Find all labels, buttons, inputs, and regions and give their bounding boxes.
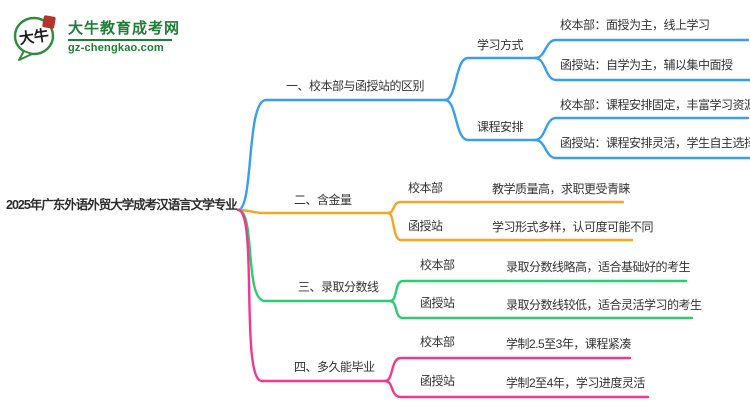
branch-1-child-1-topic[interactable]: 学习方式 <box>477 38 524 52</box>
branch-4-child-2-leaf-1[interactable]: 学制2至4年，学习进度灵活 <box>506 376 645 390</box>
site-name: 大牛教育成考网 <box>68 19 181 37</box>
branch-2-topic[interactable]: 二、含金量 <box>294 193 352 207</box>
branch-3-child-1-topic[interactable]: 校本部 <box>420 258 455 272</box>
branch-2-child-2-leaf-1[interactable]: 学习形式多样，认可度可能不同 <box>492 220 654 234</box>
branch-4-child-1-leaf-1[interactable]: 学制2.5至3年，课程紧凑 <box>506 337 631 351</box>
branch-1-child-2-leaf-2[interactable]: 函授站：课程安排灵活，学生自主选择 <box>560 136 750 150</box>
branch-1-topic[interactable]: 一、校本部与函授站的区别 <box>286 79 425 93</box>
branch-1-child-1-leaf-2[interactable]: 函授站：自学为主，辅以集中面授 <box>560 58 733 72</box>
branch-1-lines <box>236 38 750 212</box>
branch-2-child-1-topic[interactable]: 校本部 <box>408 181 443 195</box>
branch-3-child-1-leaf-1[interactable]: 录取分数线略高，适合基础好的考生 <box>506 260 691 274</box>
branch-4-child-1-topic[interactable]: 校本部 <box>420 335 455 349</box>
logo-divider <box>68 38 172 41</box>
logo-text-block: 大牛教育成考网 gz-chengkao.com <box>68 20 180 55</box>
branch-4-child-2-topic[interactable]: 函授站 <box>420 374 455 388</box>
branch-3-child-2-topic[interactable]: 函授站 <box>420 296 455 310</box>
branch-4-lines <box>236 208 650 399</box>
branch-4-topic[interactable]: 四、多久能毕业 <box>294 360 375 374</box>
daniu-bubble-icon: 大牛 <box>13 15 56 61</box>
branch-2-child-2-topic[interactable]: 函授站 <box>408 219 443 233</box>
branch-3-topic[interactable]: 三、录取分数线 <box>298 280 379 294</box>
branch-3-child-2-leaf-1[interactable]: 录取分数线较低，适合灵活学习的考生 <box>506 298 702 312</box>
site-url: gz-chengkao.com <box>68 41 164 54</box>
site-logo[interactable]: 大牛 大牛教育成考网 gz-chengkao.com <box>12 13 180 61</box>
branch-1-child-1-leaf-1[interactable]: 校本部：面授为主，线上学习 <box>560 18 710 32</box>
branch-1-child-2-leaf-1[interactable]: 校本部：课程安排固定，丰富学习资源 <box>560 98 750 112</box>
root-topic[interactable]: 2025年广东外语外贸大学成考汉语言文学专业 <box>6 198 238 212</box>
branch-2-child-1-leaf-1[interactable]: 教学质量高，求职更受青睐 <box>492 182 631 196</box>
daniu-icon-text: 大牛 <box>18 26 50 48</box>
red-seal <box>42 15 56 29</box>
branch-1-child-2-topic[interactable]: 课程安排 <box>477 120 524 134</box>
